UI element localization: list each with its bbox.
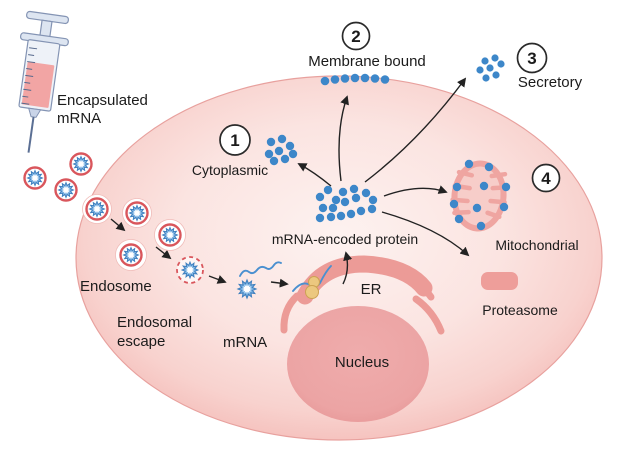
protein-dot bbox=[331, 195, 341, 205]
protein-dot bbox=[349, 184, 359, 194]
protein-dot bbox=[350, 73, 360, 83]
membrane-bound-label: Membrane bound bbox=[308, 53, 426, 70]
destination-4-badge: 4 bbox=[531, 163, 561, 193]
released-nanoparticle-core bbox=[236, 278, 258, 300]
protein-dot bbox=[356, 206, 366, 216]
destination-3-number: 3 bbox=[527, 49, 536, 68]
protein-dot bbox=[370, 74, 380, 83]
protein-dot bbox=[285, 141, 295, 151]
protein-dot bbox=[269, 156, 279, 166]
protein-dot bbox=[315, 192, 325, 202]
protein-dot bbox=[277, 134, 287, 144]
protein-dot bbox=[330, 75, 340, 84]
mitochondrial-protein-dots bbox=[449, 159, 511, 231]
destination-1-badge: 1 bbox=[219, 124, 251, 156]
proteasome-label: Proteasome bbox=[482, 302, 558, 318]
lipid-nanoparticle bbox=[54, 178, 78, 202]
encapsulated-mrna-label-line2: mRNA bbox=[57, 110, 101, 127]
endosome-label: Endosome bbox=[80, 278, 152, 295]
central-protein-cluster bbox=[315, 184, 378, 223]
protein-dot bbox=[497, 60, 505, 68]
destination-3-badge: 3 bbox=[516, 42, 548, 74]
protein-dot bbox=[492, 71, 500, 79]
protein-dot bbox=[360, 73, 370, 83]
destination-4-number: 4 bbox=[541, 169, 551, 188]
encapsulated-mrna-label-line1: Encapsulated bbox=[57, 92, 148, 109]
protein-dot bbox=[491, 54, 499, 62]
protein-dot bbox=[476, 66, 484, 74]
protein-dot bbox=[340, 74, 350, 83]
protein-dot bbox=[264, 149, 274, 159]
protein-dot bbox=[323, 185, 333, 195]
protein-dot bbox=[346, 209, 356, 219]
protein-dot bbox=[482, 74, 490, 82]
protein-dot bbox=[452, 182, 462, 192]
endosomal-escape-label-line2: escape bbox=[117, 333, 165, 350]
destination-1-number: 1 bbox=[230, 131, 239, 150]
protein-dot bbox=[464, 159, 474, 169]
protein-dot bbox=[340, 197, 350, 207]
protein-dot bbox=[499, 202, 509, 212]
protein-dot bbox=[454, 214, 464, 224]
lipid-nanoparticle bbox=[69, 152, 93, 176]
protein-dot bbox=[328, 203, 338, 213]
endosome-vesicle bbox=[115, 239, 147, 271]
protein-dot bbox=[380, 75, 390, 84]
protein-dot bbox=[367, 204, 377, 214]
protein-dot bbox=[280, 154, 290, 164]
protein-dot bbox=[326, 212, 336, 222]
pathway-arrows bbox=[110, 77, 470, 288]
protein-dot bbox=[481, 57, 489, 65]
protein-dot bbox=[336, 211, 346, 221]
protein-dot bbox=[318, 203, 328, 213]
protein-dot bbox=[315, 213, 325, 223]
protein-dot bbox=[274, 146, 284, 156]
mrna-strand-icon bbox=[239, 261, 282, 277]
er-label: ER bbox=[361, 281, 382, 298]
protein-dot bbox=[486, 64, 494, 72]
cytoplasmic-protein-cluster bbox=[264, 134, 298, 166]
protein-label: mRNA-encoded protein bbox=[272, 231, 418, 247]
protein-dot bbox=[361, 188, 371, 198]
endosome-vesicle bbox=[122, 198, 152, 228]
secretory-protein-cluster bbox=[476, 54, 505, 82]
endosome-vesicle bbox=[82, 194, 112, 224]
protein-dot bbox=[338, 187, 348, 197]
protein-dot bbox=[479, 181, 489, 191]
secretory-label: Secretory bbox=[518, 74, 583, 91]
ribosome-icon bbox=[305, 276, 320, 299]
protein-dot bbox=[320, 76, 330, 86]
cytoplasmic-label: Cytoplasmic bbox=[192, 162, 268, 178]
mrna-label: mRNA bbox=[223, 334, 267, 351]
protein-dot bbox=[476, 221, 486, 231]
destination-2-number: 2 bbox=[351, 27, 360, 46]
protein-dot bbox=[449, 199, 459, 209]
destination-2-badge: 2 bbox=[341, 21, 371, 51]
lipid-nanoparticle bbox=[23, 166, 47, 190]
protein-dot bbox=[368, 195, 378, 205]
mitochondrial-label: Mitochondrial bbox=[495, 237, 578, 253]
nucleus bbox=[287, 306, 429, 422]
mitochondrion bbox=[450, 160, 510, 232]
escaping-endosome bbox=[176, 256, 204, 284]
endosomal-escape-label-line1: Endosomal bbox=[117, 314, 192, 331]
syringe-icon bbox=[18, 10, 70, 153]
protein-dot bbox=[288, 149, 298, 159]
membrane-bound-protein-dots bbox=[320, 73, 390, 86]
protein-dot bbox=[484, 162, 494, 172]
proteasome bbox=[481, 272, 518, 290]
nucleus-label: Nucleus bbox=[335, 354, 389, 371]
protein-dot bbox=[501, 182, 511, 192]
protein-dot bbox=[266, 137, 276, 147]
protein-dot bbox=[472, 203, 482, 213]
endosome-vesicle bbox=[154, 219, 186, 251]
protein-dot bbox=[351, 193, 361, 203]
